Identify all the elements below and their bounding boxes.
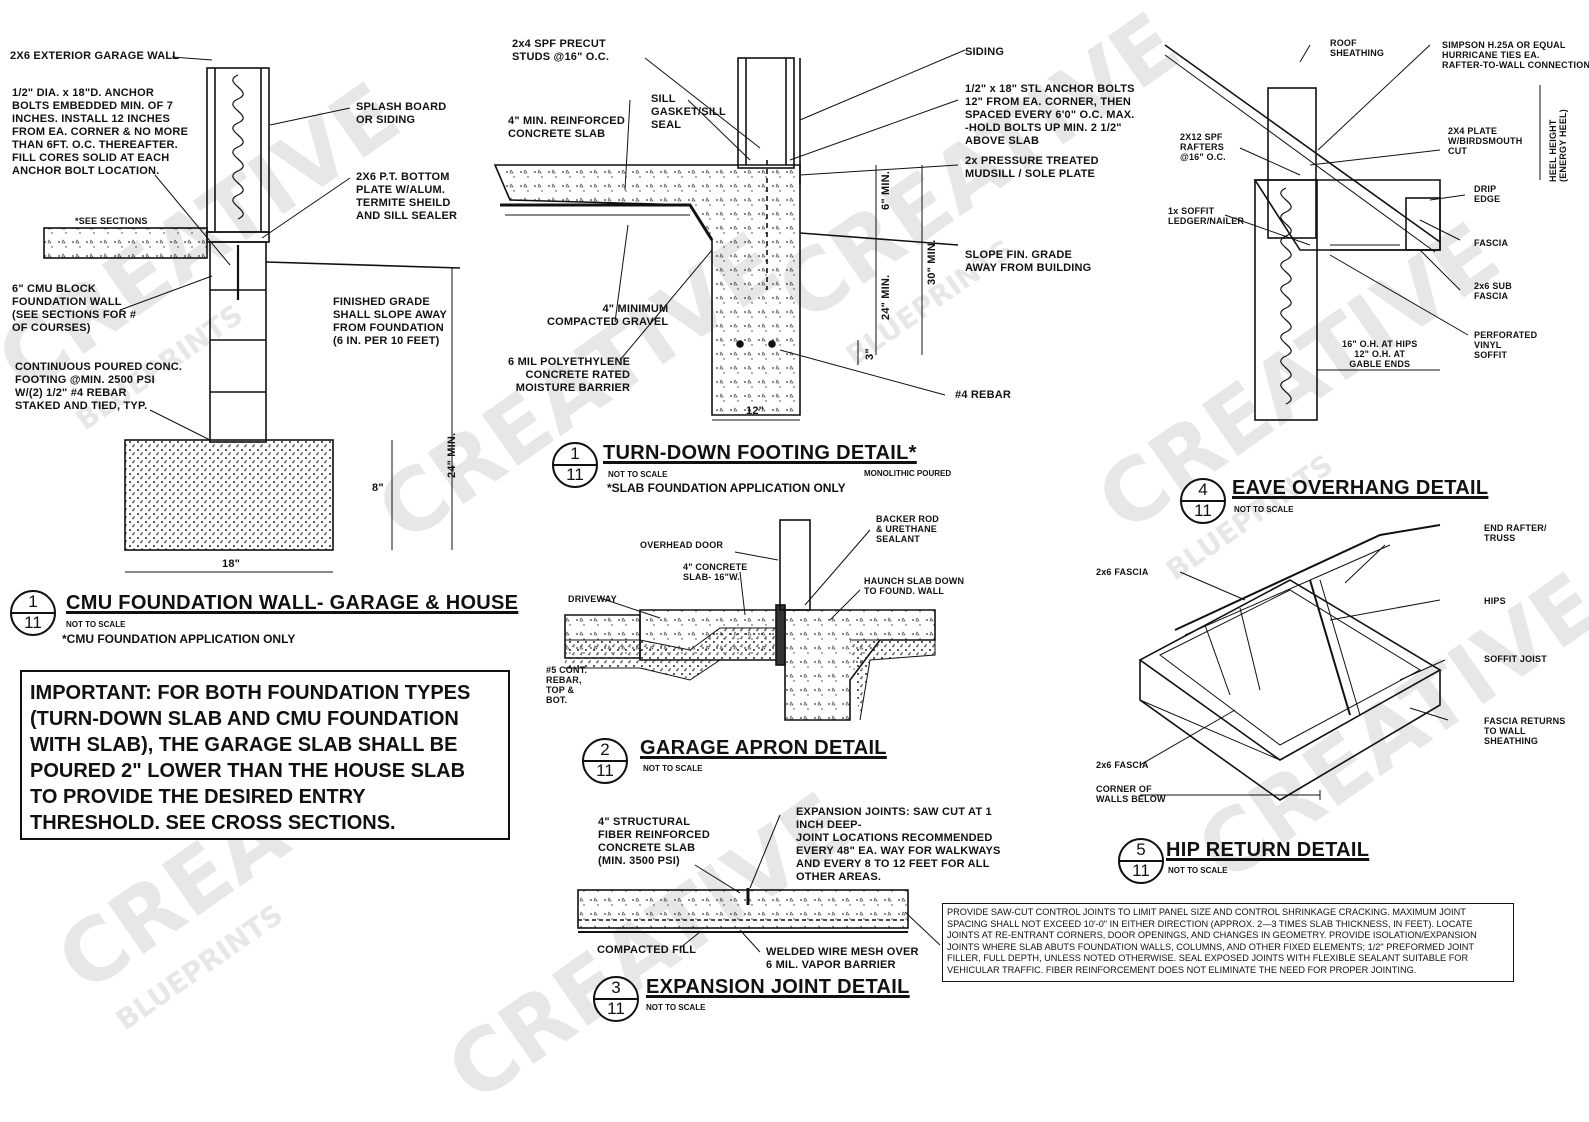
cmu-footing-note: CONTINUOUS POURED CONC. FOOTING @MIN. 25… (15, 361, 183, 412)
apron-door-note: OVERHEAD DOOR (640, 540, 724, 550)
joint-detail-bubble: 3 11 (593, 976, 639, 1022)
cmu-anchor-note: 1/2" DIA. x 18"D. ANCHOR BOLTS EMBEDDED … (12, 87, 189, 177)
sheet-number: 11 (566, 465, 584, 484)
turndown-dim-30: 30" MIN. (926, 239, 938, 285)
apron-detail-bubble: 2 11 (582, 738, 628, 784)
joint-slab-note: 4" STRUCTURAL FIBER REINFORCED CONCRETE … (598, 816, 710, 867)
eave-overhang-note: 16" O.H. AT HIPS 12" O.H. AT GABLE ENDS (1342, 339, 1418, 369)
important-note-box: IMPORTANT: FOR BOTH FOUNDATION TYPES (TU… (20, 670, 510, 840)
detail-number: 2 (600, 740, 610, 759)
apron-detail-scale: NOT TO SCALE (643, 764, 703, 773)
sheet-number: 11 (1132, 861, 1150, 880)
apron-driveway-note: DRIVEWAY (568, 594, 617, 604)
cmu-detail-bubble: 1 11 (10, 590, 56, 636)
hip-hips-note: HIPS (1484, 596, 1506, 606)
cmu-foundation-drawing (43, 56, 461, 573)
joint-fill-note: COMPACTED FILL (597, 944, 697, 956)
linework (43, 44, 1541, 953)
apron-slab-note: 4" CONCRETE SLAB- 16"W. (683, 562, 748, 582)
turndown-rebar-note: #4 REBAR (955, 389, 1012, 401)
turndown-studs-note: 2x4 SPF PRECUT STUDS @16" O.C. (512, 38, 610, 63)
joint-mesh-note: WELDED WIRE MESH OVER 6 MIL. VAPOR BARRI… (766, 946, 919, 971)
hip-corner-note: CORNER OF WALLS BELOW (1096, 784, 1166, 804)
turndown-gravel-note: 4" MINIMUM COMPACTED GRAVEL (547, 303, 669, 328)
joint-detail-scale: NOT TO SCALE (646, 1003, 706, 1012)
turndown-detail-title: TURN-DOWN FOOTING DETAIL* (603, 442, 917, 464)
turndown-detail-scale: NOT TO SCALE (608, 470, 668, 479)
turndown-mudsill-note: 2x PRESSURE TREATED MUDSILL / SOLE PLATE (965, 155, 1099, 180)
eave-detail-bubble: 4 11 (1180, 478, 1226, 524)
joint-detail-title: EXPANSION JOINT DETAIL (646, 976, 910, 998)
detail-number: 3 (611, 978, 621, 997)
eave-rafters-note: 2X12 SPF RAFTERS @16" O.C. (1180, 132, 1226, 162)
cmu-grade-note: FINISHED GRADE SHALL SLOPE AWAY FROM FOU… (333, 296, 448, 347)
sheet-number: 11 (24, 613, 42, 632)
cmu-detail-scale: NOT TO SCALE (66, 620, 126, 629)
eave-ledger-note: 1x SOFFIT LEDGER/NAILER (1168, 206, 1245, 226)
eave-sheathing-note: ROOF SHEATHING (1330, 38, 1385, 58)
turndown-detail-subtitle: *SLAB FOUNDATION APPLICATION ONLY (607, 481, 846, 495)
joint-expansion-note: EXPANSION JOINTS: SAW CUT AT 1 INCH DEEP… (796, 806, 1001, 883)
eave-drip-note: DRIP EDGE (1474, 184, 1501, 204)
hip-fascia-bottom-note: 2x6 FASCIA (1096, 760, 1149, 770)
cmu-detail-subtitle: *CMU FOUNDATION APPLICATION ONLY (62, 632, 296, 646)
cmu-see-sections-note: *SEE SECTIONS (75, 216, 148, 226)
expansion-joint-drawing (577, 814, 941, 953)
hip-fascia-top-note: 2x6 FASCIA (1096, 567, 1149, 577)
hip-return-drawing (1138, 524, 1449, 801)
sheet-number: 11 (596, 761, 614, 780)
detail-number: 1 (28, 592, 38, 611)
sheet-number: 11 (1194, 501, 1212, 520)
eave-overhang-drawing (1164, 44, 1541, 421)
turndown-slope-note: SLOPE FIN. GRADE AWAY FROM BUILDING (965, 249, 1092, 274)
eave-heel-note: HEEL HEIGHT (ENERGY HEEL) (1548, 109, 1568, 182)
turndown-detail-poured: MONOLITHIC POURED (864, 469, 952, 478)
turndown-dim-12: 12" (746, 405, 765, 417)
cmu-splash-note: SPLASH BOARD OR SIDING (356, 101, 447, 126)
cmu-dim-24: 24" MIN. (446, 432, 458, 478)
turndown-poly-note: 6 MIL POLYETHYLENE CONCRETE RATED MOISTU… (508, 356, 631, 394)
control-joint-note-text: PROVIDE SAW-CUT CONTROL JOINTS TO LIMIT … (947, 907, 1477, 975)
hip-detail-scale: NOT TO SCALE (1168, 866, 1228, 875)
eave-soffit-note: PERFORATED VINYL SOFFIT (1474, 330, 1538, 360)
eave-plate-note: 2X4 PLATE W/BIRDSMOUTH CUT (1448, 126, 1523, 156)
hip-end-rafter-note: END RAFTER/ TRUSS (1484, 523, 1547, 543)
turndown-siding-note: SIDING (965, 46, 1005, 58)
eave-detail-scale: NOT TO SCALE (1234, 505, 1294, 514)
hip-detail-title: HIP RETURN DETAIL (1166, 839, 1370, 861)
cmu-dim-8: 8" (372, 482, 384, 494)
detail-number: 1 (570, 444, 580, 463)
apron-haunch-note: HAUNCH SLAB DOWN TO FOUND. WALL (864, 576, 965, 596)
eave-detail-title: EAVE OVERHANG DETAIL (1232, 477, 1489, 499)
sheet-number: 11 (607, 999, 625, 1018)
important-note-text: IMPORTANT: FOR BOTH FOUNDATION TYPES (TU… (30, 682, 471, 834)
cmu-block-note: 6" CMU BLOCK FOUNDATION WALL (SEE SECTIO… (12, 283, 137, 334)
cmu-wall-note: 2X6 EXTERIOR GARAGE WALL (10, 50, 180, 62)
hip-soffit-joist-note: SOFFIT JOIST (1484, 654, 1547, 664)
detail-number: 4 (1198, 480, 1208, 499)
turndown-dim-24: 24" MIN. (880, 274, 892, 320)
eave-simpson-note: SIMPSON H.25A OR EQUAL HURRICANE TIES EA… (1442, 40, 1589, 70)
cmu-detail-title: CMU FOUNDATION WALL- GARAGE & HOUSE (66, 592, 519, 614)
control-joint-note-box: PROVIDE SAW-CUT CONTROL JOINTS TO LIMIT … (942, 903, 1514, 982)
apron-backer-note: BACKER ROD & URETHANE SEALANT (876, 514, 940, 544)
turndown-detail-bubble: 1 11 (552, 442, 598, 488)
turndown-dim-6: 6" MIN. (880, 170, 892, 210)
hip-detail-bubble: 5 11 (1118, 838, 1164, 884)
eave-fascia-note: FASCIA (1474, 238, 1509, 248)
apron-rebar-note: #5 CONT. REBAR, TOP & BOT. (546, 665, 588, 705)
turndown-dim-3: 3" (864, 348, 876, 360)
garage-apron-drawing (564, 519, 936, 721)
turndown-sill-note: SILL GASKET/SILL SEAL (651, 93, 726, 131)
hip-returns-note: FASCIA RETURNS TO WALL SHEATHING (1484, 716, 1566, 746)
eave-sub-fascia-note: 2x6 SUB FASCIA (1474, 281, 1512, 301)
cmu-dim-18: 18" (222, 558, 241, 570)
apron-detail-title: GARAGE APRON DETAIL (640, 737, 887, 759)
turndown-slab-note: 4" MIN. REINFORCED CONCRETE SLAB (508, 115, 625, 140)
cmu-plate-note: 2X6 P.T. BOTTOM PLATE W/ALUM. TERMITE SH… (356, 171, 458, 222)
turndown-footing-drawing (493, 49, 966, 421)
turndown-anchor-note: 1/2" x 18" STL ANCHOR BOLTS 12" FROM EA.… (965, 83, 1135, 147)
detail-number: 5 (1136, 840, 1146, 859)
